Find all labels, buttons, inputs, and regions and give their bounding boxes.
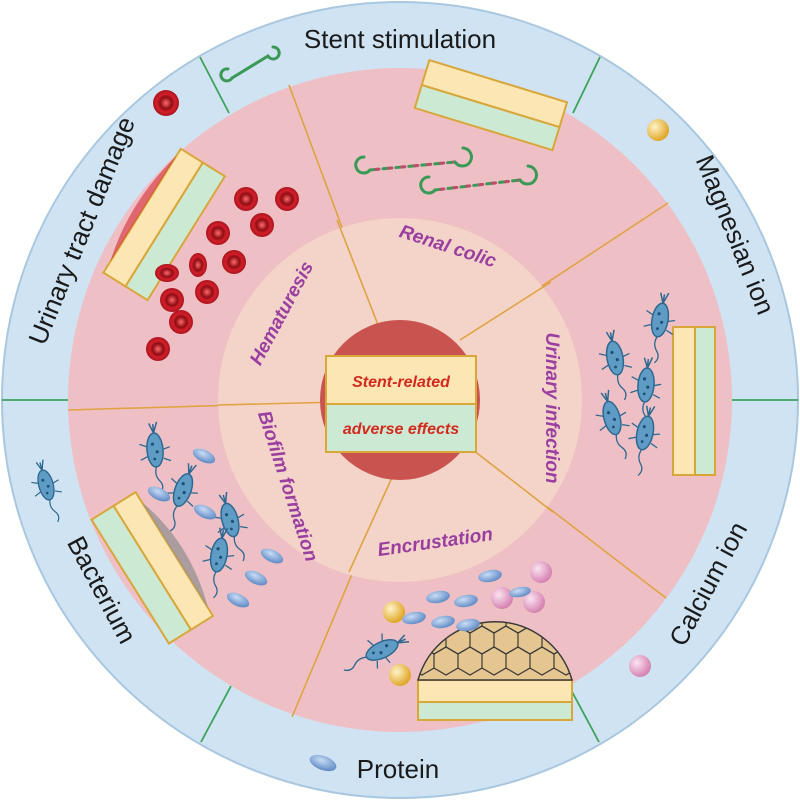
stent-slab-biofilm [90,490,215,645]
stent-slab-hematuresis [102,147,227,302]
stent-slab-encrustation [417,679,573,721]
center-label-line2: adverse effects [343,421,459,438]
ions-encrustation [383,561,552,686]
center-stent-top [325,355,477,405]
sector-label-urinary-infection: Urinary infection [541,333,562,484]
proteins-encrustation [402,569,531,632]
outer-ring-dividers [2,56,798,743]
proteins-biofilm [147,448,284,608]
outer-label-protein: Protein [357,754,439,784]
stent-stimulation-icon [219,45,281,83]
ureteral-stent-icon-2 [419,164,538,195]
stent-slab-infection [672,326,716,476]
stent-slab-top [413,58,569,152]
protein-icon [309,754,337,772]
center-stent-bottom [325,403,477,453]
red-blood-cells [146,187,299,361]
outer-label-stent-stimulation: Stent stimulation [304,24,496,54]
magnesian-ion-icon [647,119,669,141]
ureteral-stent-icon [354,146,473,175]
center-label-line1: Stent-related [352,374,451,391]
red-blood-cell-icon [153,90,179,116]
calcium-ion-icon [629,655,651,677]
